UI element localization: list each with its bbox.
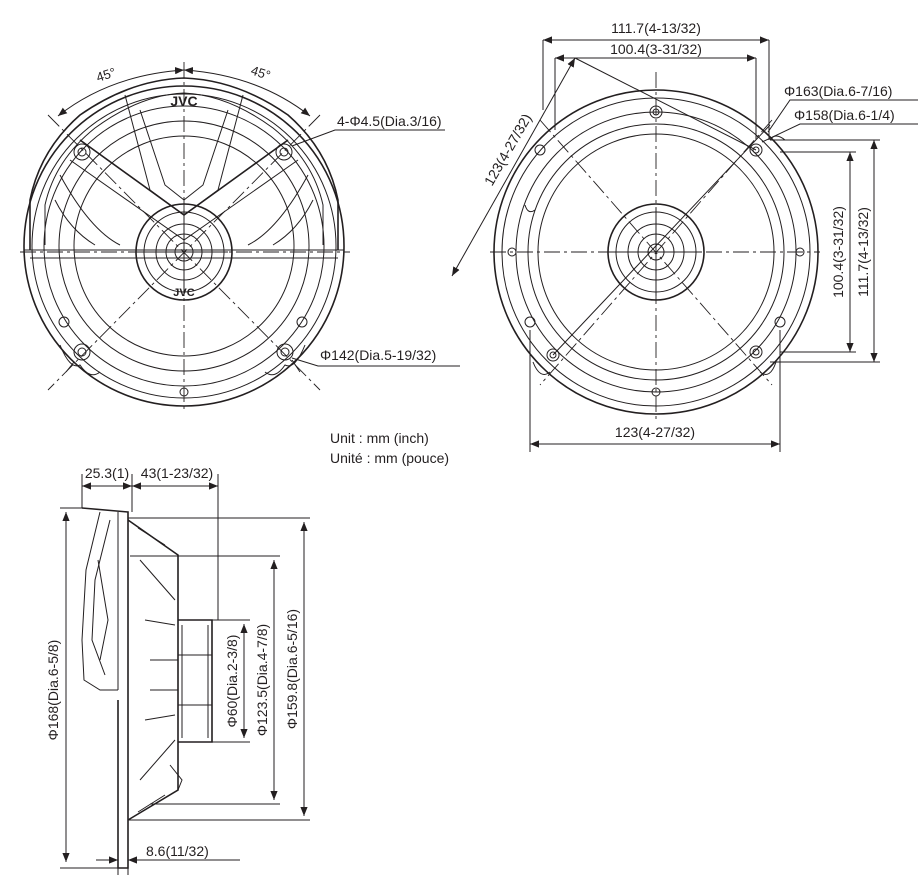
outer-height-label: 111.7(4-13/32) xyxy=(855,207,871,297)
unit-note: Unit : mm (inch) Unité : mm (pouce) xyxy=(330,428,449,468)
unit-french: Unité : mm (pouce) xyxy=(330,450,450,466)
brand-logo-center: JVC xyxy=(173,287,194,299)
brand-logo-top: JVC xyxy=(170,93,197,109)
basket-diameter-label: Φ159.8(Dia.6-5/16) xyxy=(284,609,300,729)
overall-diameter-label: Φ168(Dia.6-5/8) xyxy=(45,640,61,741)
rear-view xyxy=(451,36,918,452)
frame-diameter-label: Φ158(Dia.6-1/4) xyxy=(794,107,895,123)
side-view xyxy=(60,474,310,875)
angle-left-label: 45° xyxy=(94,65,117,85)
angle-right-label: 45° xyxy=(249,63,272,83)
unit-english: Unit : mm (inch) xyxy=(330,430,429,446)
outer-width-label: 111.7(4-13/32) xyxy=(611,20,701,36)
front-depth-label: 25.3(1) xyxy=(85,465,129,481)
cutout-diameter-label: Φ142(Dia.5-19/32) xyxy=(320,347,436,363)
hole-pitch-height-label: 100.4(3-31/32) xyxy=(830,206,846,298)
mount-holes-label: 4-Φ4.5(Dia.3/16) xyxy=(337,113,442,129)
front-view xyxy=(20,62,460,410)
flange-thickness-label: 8.6(11/32) xyxy=(146,843,209,859)
bottom-width-label: 123(4-27/32) xyxy=(615,424,695,440)
mount-depth-label: 43(1-23/32) xyxy=(141,465,213,481)
hole-pitch-width-label: 100.4(3-31/32) xyxy=(610,41,702,57)
outer-diameter-label: Φ163(Dia.6-7/16) xyxy=(784,83,892,99)
magnet-diameter-label: Φ60(Dia.2-3/8) xyxy=(224,635,240,728)
cone-diameter-label: Φ123.5(Dia.4-7/8) xyxy=(254,624,270,736)
